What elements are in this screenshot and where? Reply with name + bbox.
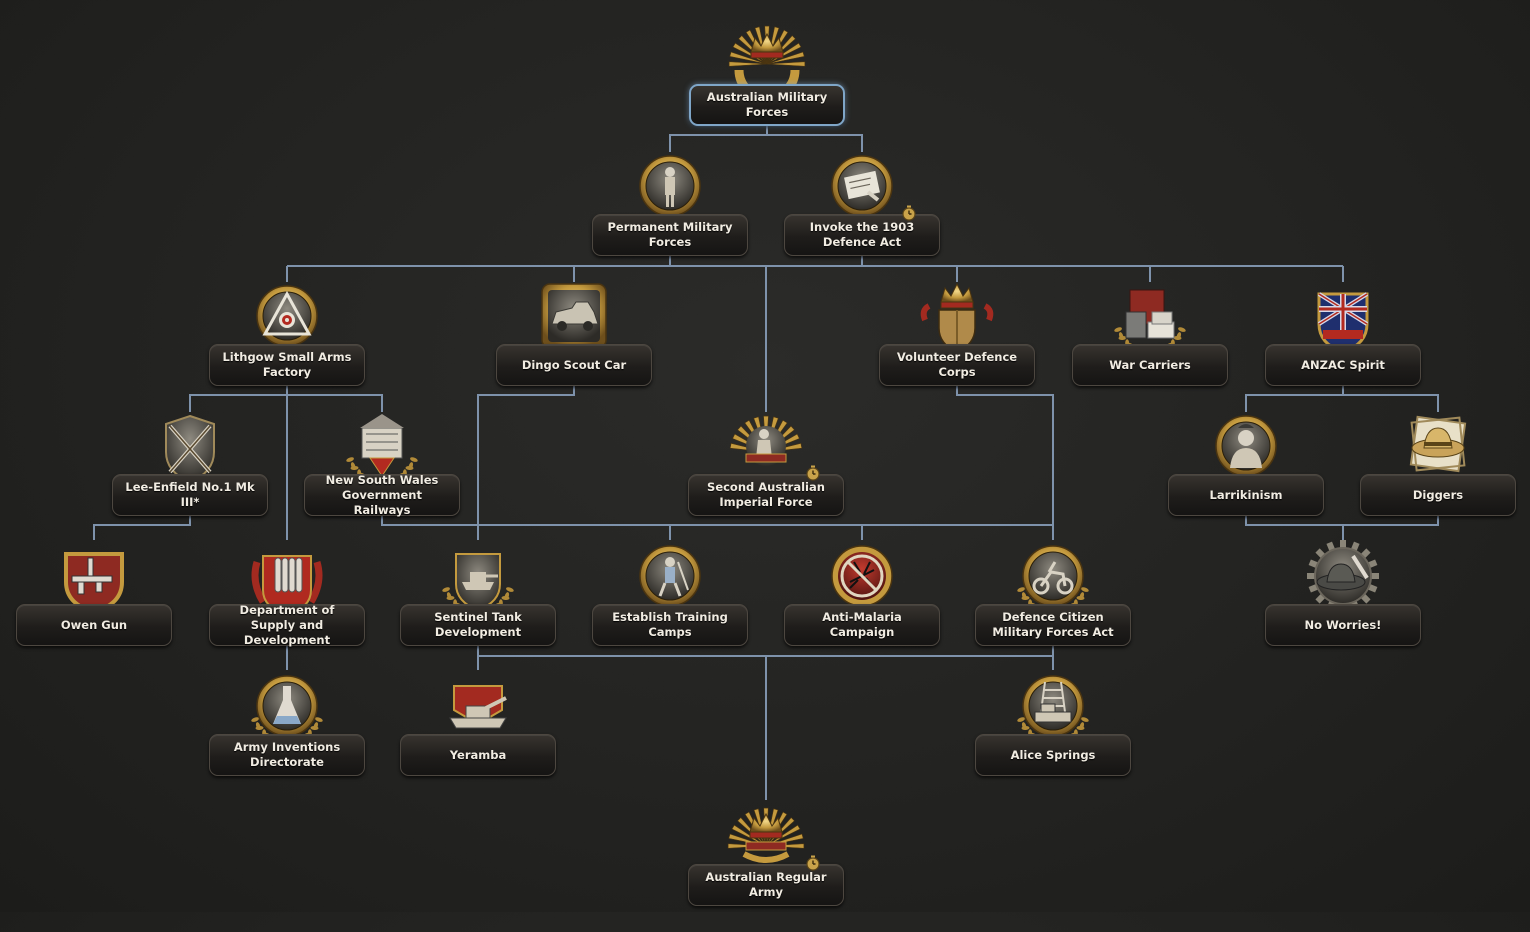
training-soldier-icon: [628, 532, 712, 616]
focus-pmf[interactable]: Permanent Military Forces: [592, 142, 748, 282]
focus-connection-lines: [93, 118, 1439, 800]
focus-label: Australian Military Forces: [689, 84, 845, 126]
focus-label: Permanent Military Forces: [592, 214, 748, 256]
focus-label: Australian Regular Army: [688, 864, 844, 906]
self-propelled-gun-icon: [436, 662, 520, 746]
focus-dcm[interactable]: Defence Citizen Military Forces Act: [975, 532, 1131, 672]
timer-icon: [900, 204, 918, 222]
focus-label: Diggers: [1360, 474, 1516, 516]
focus-label: Lee-Enfield No.1 Mk III*: [112, 474, 268, 516]
no-mosquito-icon: [820, 532, 904, 616]
rising-sun-badge-icon: [725, 12, 809, 96]
focus-label: Volunteer Defence Corps: [879, 344, 1035, 386]
slouch-hat-icon: [1396, 402, 1480, 486]
focus-dig[interactable]: Diggers: [1360, 402, 1516, 542]
triangle-target-icon: [245, 272, 329, 356]
focus-lith[interactable]: Lithgow Small Arms Factory: [209, 272, 365, 412]
larrikin-portrait-icon: [1204, 402, 1288, 486]
focus-label: Yeramba: [400, 734, 556, 776]
focus-label: Second Australian Imperial Force: [688, 474, 844, 516]
timer-icon: [804, 854, 822, 872]
focus-dsd[interactable]: Department of Supply and Development: [209, 532, 365, 672]
focus-aid[interactable]: Army Inventions Directorate: [209, 662, 365, 802]
focus-label: Department of Supply and Development: [209, 603, 365, 647]
focus-label: Invoke the 1903 Defence Act: [784, 214, 940, 256]
artillery-shells-icon: [245, 532, 329, 616]
focus-dingo[interactable]: Dingo Scout Car: [496, 272, 652, 412]
focus-alice[interactable]: Alice Springs: [975, 662, 1131, 802]
focus-act[interactable]: Invoke the 1903 Defence Act: [784, 142, 940, 282]
focus-train[interactable]: Establish Training Camps: [592, 532, 748, 672]
hat-and-knife-icon: [1301, 532, 1385, 616]
army-crown-badge-icon: [724, 792, 808, 876]
anzac-flag-shield-icon: [1301, 272, 1385, 356]
focus-nsw[interactable]: New South Wales Government Railways: [304, 402, 460, 542]
focus-lee[interactable]: Lee-Enfield No.1 Mk III*: [112, 402, 268, 542]
document-signing-icon: [820, 142, 904, 226]
crossed-rifles-icon: [148, 402, 232, 486]
focus-label: Lithgow Small Arms Factory: [209, 344, 365, 386]
focus-label: No Worries!: [1265, 604, 1421, 646]
focus-owen[interactable]: Owen Gun: [16, 532, 172, 672]
focus-label: New South Wales Government Railways: [304, 473, 460, 517]
focus-label: Anti-Malaria Campaign: [784, 604, 940, 646]
focus-yer[interactable]: Yeramba: [400, 662, 556, 802]
motorcycle-badge-icon: [1011, 532, 1095, 616]
timer-icon: [804, 464, 822, 482]
focus-vdc[interactable]: Volunteer Defence Corps: [879, 272, 1035, 412]
focus-label: Owen Gun: [16, 604, 172, 646]
focus-larr[interactable]: Larrikinism: [1168, 402, 1324, 542]
soldier-badge-icon: [628, 142, 712, 226]
focus-aif[interactable]: Second Australian Imperial Force: [688, 402, 844, 542]
focus-label: War Carriers: [1072, 344, 1228, 386]
focus-ara[interactable]: Australian Regular Army: [688, 792, 844, 932]
focus-war[interactable]: War Carriers: [1072, 272, 1228, 412]
focus-label: Sentinel Tank Development: [400, 604, 556, 646]
focus-label: Dingo Scout Car: [496, 344, 652, 386]
focus-label: Establish Training Camps: [592, 604, 748, 646]
focus-anzac[interactable]: ANZAC Spirit: [1265, 272, 1421, 412]
aif-soldier-icon: [724, 402, 808, 486]
focus-label: Defence Citizen Military Forces Act: [975, 604, 1131, 646]
focus-noworries[interactable]: No Worries!: [1265, 532, 1421, 672]
focus-mal[interactable]: Anti-Malaria Campaign: [784, 532, 940, 672]
focus-label: ANZAC Spirit: [1265, 344, 1421, 386]
armored-car-icon: [532, 272, 616, 356]
focus-label: Army Inventions Directorate: [209, 734, 365, 776]
focus-label: Larrikinism: [1168, 474, 1324, 516]
focus-label: Alice Springs: [975, 734, 1131, 776]
focus-sent[interactable]: Sentinel Tank Development: [400, 532, 556, 672]
focus-amf[interactable]: Australian Military Forces: [689, 12, 845, 152]
